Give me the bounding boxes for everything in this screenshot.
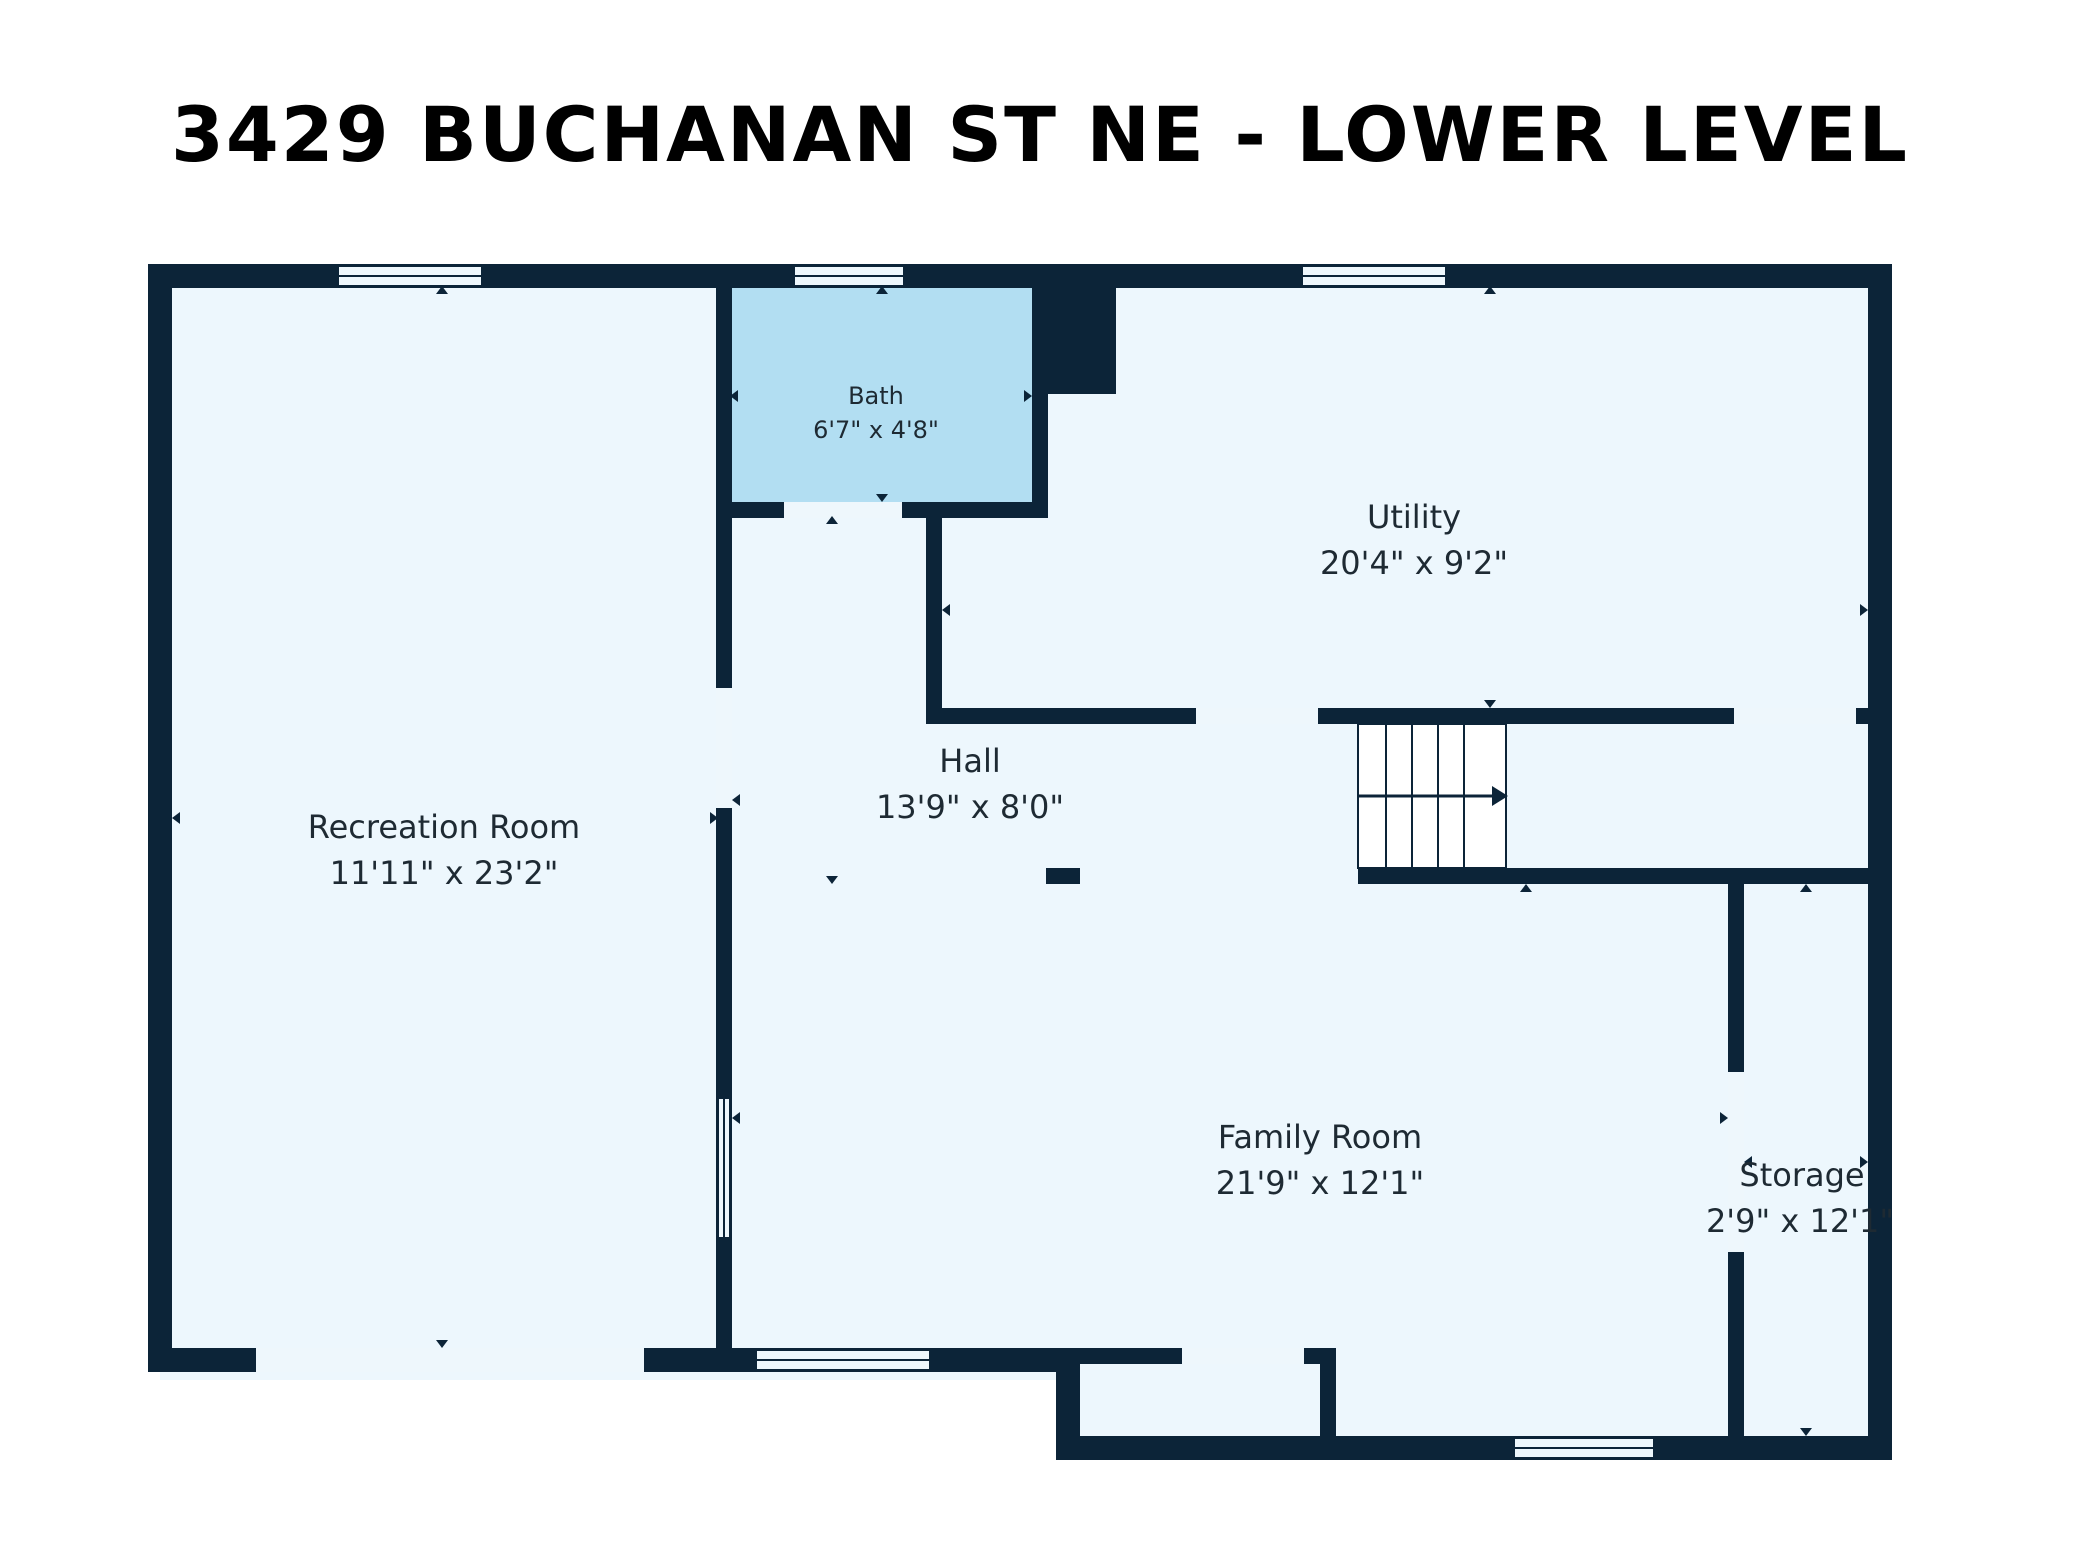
- room-dims-family-room: 21'9" x 12'1": [1216, 1164, 1424, 1202]
- room-label-utility: Utility: [1367, 498, 1461, 536]
- room-dims-recreation-room: 11'11" x 23'2": [330, 854, 559, 892]
- door-storage: [1728, 1072, 1744, 1252]
- door-bath: [784, 502, 902, 518]
- room-label-family-room: Family Room: [1218, 1118, 1422, 1156]
- chimney-block: [1032, 264, 1116, 394]
- stairs: [1357, 723, 1507, 869]
- wall-bump-bottom: [1056, 1436, 1892, 1460]
- door-openings: [256, 502, 1856, 1372]
- door-utility-2: [1734, 708, 1856, 724]
- windows: [337, 265, 1655, 1459]
- page-title: 3429 BUCHANAN ST NE - LOWER LEVEL: [171, 90, 1909, 179]
- bath-floor: [730, 288, 1032, 504]
- room-dims-storage: 2'9" x 12'1": [1706, 1202, 1894, 1240]
- wall-closet-right: [1320, 1348, 1336, 1444]
- room-dims-hall: 13'9" x 8'0": [876, 788, 1064, 826]
- window-utility-top: [1301, 265, 1447, 287]
- room-label-storage: Storage: [1739, 1156, 1864, 1194]
- door-rec-bottom: [256, 1348, 644, 1372]
- window-family-bottom: [755, 1349, 931, 1371]
- door-rec-hall: [716, 688, 732, 808]
- wall-utility-bottom: [926, 708, 1892, 724]
- column: [1046, 868, 1080, 884]
- stair-direction-arrow: [1492, 786, 1508, 806]
- window-rec-top: [337, 265, 483, 287]
- wall-rec-divider: [716, 264, 732, 1372]
- wall-left: [148, 264, 172, 1372]
- window-bath-top: [793, 265, 905, 287]
- wall-utility-left: [926, 518, 942, 724]
- room-label-hall: Hall: [939, 742, 1000, 780]
- dimension-markers: [172, 286, 1868, 1436]
- door-closet: [1182, 1348, 1304, 1364]
- wall-stair-bottom: [1358, 868, 1892, 884]
- window-hall-left: [717, 1097, 731, 1239]
- floor-lower-bump: [1080, 1360, 1880, 1444]
- wall-right: [1868, 264, 1892, 1460]
- room-label-recreation-room: Recreation Room: [308, 808, 580, 846]
- room-dims-bath: 6'7" x 4'8": [813, 416, 939, 444]
- door-utility-1: [1196, 708, 1318, 724]
- room-dims-utility: 20'4" x 9'2": [1320, 544, 1508, 582]
- room-label-bath: Bath: [848, 382, 904, 410]
- window-bump-bottom: [1513, 1437, 1655, 1459]
